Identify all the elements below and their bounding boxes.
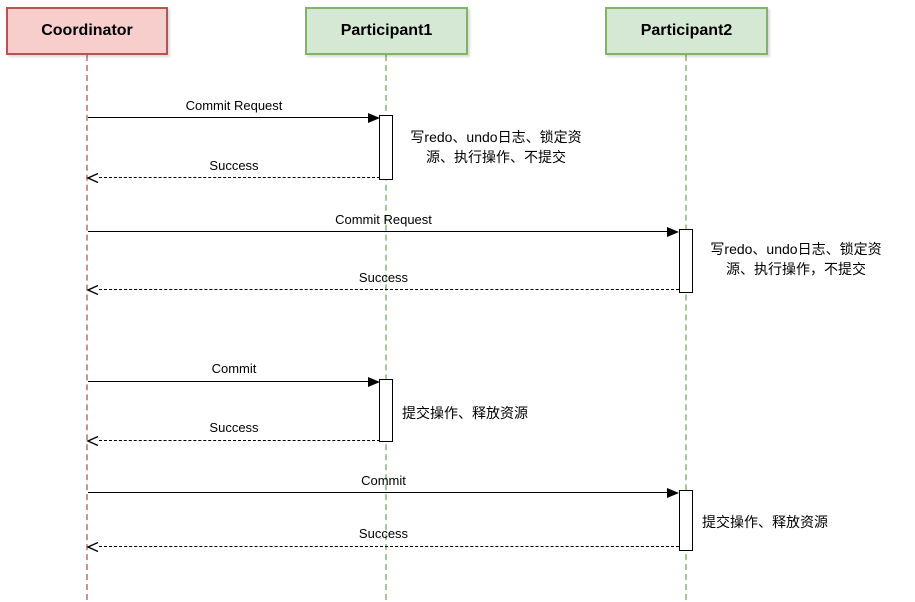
message-label: Commit Request (335, 212, 432, 227)
activation-bar-participant2-phase2 (679, 490, 693, 551)
message-line-dashed (99, 546, 679, 547)
coordinator-lifeline (86, 55, 88, 600)
participant2-lifeline (685, 55, 687, 600)
message-label: Commit Request (185, 98, 283, 113)
activation-bar-participant2-phase1 (679, 229, 693, 293)
activation-bar-participant1-phase2 (379, 379, 393, 442)
message-label: Success (358, 270, 409, 285)
note-participant1-phase1: 写redo、undo日志、锁定资源、执行操作、不提交 (410, 129, 582, 166)
note-participant2-phase1: 写redo、undo日志、锁定资源、执行操作，不提交 (710, 241, 882, 278)
participant1-lifeline (385, 55, 387, 600)
arrowhead-filled-icon (667, 227, 679, 237)
message-line-dashed (99, 289, 679, 290)
arrowhead-filled-icon (667, 488, 679, 498)
message-label: Success (209, 420, 259, 435)
arrowhead-open-icon (86, 435, 99, 447)
actor-coordinator: Coordinator (6, 7, 168, 55)
actor-participant2-label: Participant2 (640, 22, 733, 39)
message-line-solid (88, 117, 370, 118)
message-line-solid (88, 231, 669, 232)
activation-bar-participant1-phase1 (379, 115, 393, 180)
arrowhead-filled-icon (368, 113, 380, 123)
message-line-solid (88, 381, 370, 382)
note-participant2-phase2: 提交操作、释放资源 (702, 514, 828, 530)
message-label: Commit (211, 361, 257, 376)
actor-coordinator-label: Coordinator (41, 22, 133, 39)
arrowhead-open-icon (86, 172, 99, 184)
note-participant1-phase2: 提交操作、释放资源 (402, 405, 528, 421)
actor-participant1: Participant1 (305, 7, 468, 55)
arrowhead-open-icon (86, 284, 99, 296)
message-line-dashed (99, 177, 380, 178)
actor-participant2: Participant2 (605, 7, 768, 55)
message-label: Commit (361, 473, 406, 488)
message-line-solid (88, 492, 669, 493)
actor-participant1-label: Participant1 (340, 22, 433, 39)
message-label: Success (358, 526, 409, 541)
message-label: Success (209, 158, 259, 173)
arrowhead-filled-icon (368, 377, 380, 387)
arrowhead-open-icon (86, 541, 99, 553)
message-line-dashed (99, 440, 380, 441)
